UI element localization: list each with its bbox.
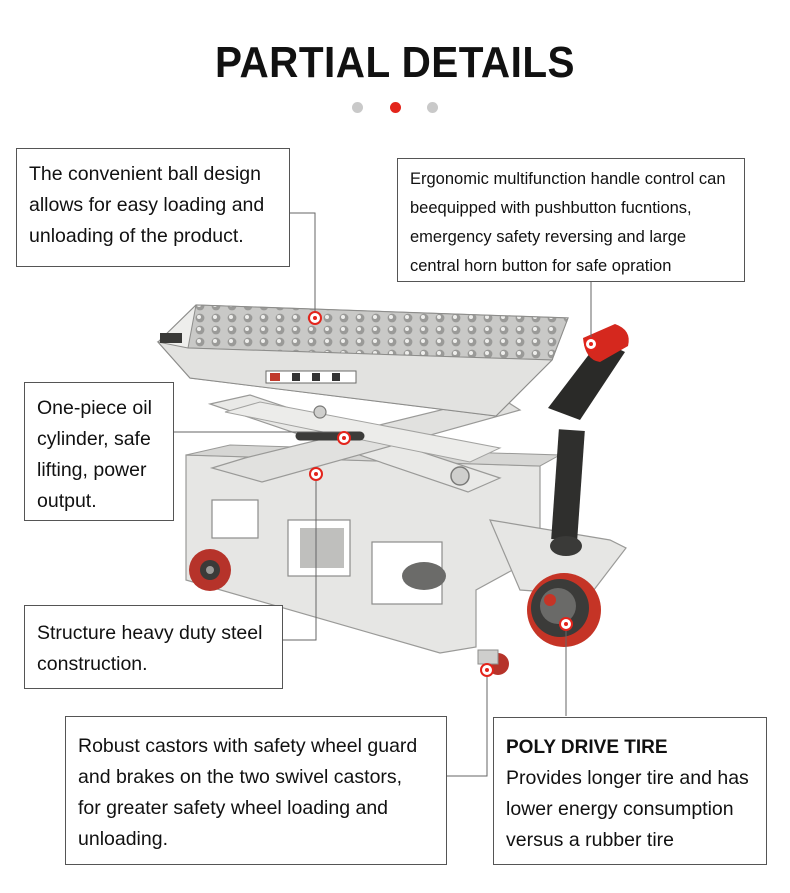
callout-line: allows for easy loading and xyxy=(29,194,265,216)
carousel-dot-1[interactable] xyxy=(352,102,364,113)
wheels xyxy=(189,549,601,675)
callout-line: Structure heavy duty steel xyxy=(37,622,263,644)
page-title: PARTIAL DETAILS xyxy=(215,38,575,87)
callout-poly-drive-tire: POLY DRIVE TIRE Provides longer tire and… xyxy=(493,717,767,865)
callout-line: output. xyxy=(37,490,97,512)
callout-line: beequipped with pushbutton fucntions, xyxy=(410,199,692,217)
pointer-ball-icon xyxy=(308,311,322,325)
callout-line: construction. xyxy=(37,653,148,675)
pointer-castor-icon xyxy=(480,663,494,677)
callout-line: One-piece oil xyxy=(37,397,152,419)
carousel-indicator[interactable] xyxy=(0,100,790,118)
base-frame xyxy=(185,444,562,654)
callout-line: unloading of the product. xyxy=(29,225,244,247)
callout-line: versus a rubber tire xyxy=(506,829,674,851)
callout-line: Robust castors with safety wheel guard xyxy=(78,735,418,757)
callout-line: unloading. xyxy=(78,828,168,850)
scissor-arms xyxy=(207,394,522,493)
front-castor-left xyxy=(189,549,231,591)
callout-line: Provides longer tire and has xyxy=(506,767,749,789)
pointer-structure-icon xyxy=(309,467,323,481)
pointer-markers xyxy=(308,311,598,677)
callout-heading: POLY DRIVE TIRE xyxy=(506,737,668,758)
callout-line: emergency safety reversing and large xyxy=(410,228,687,246)
callout-castors: Robust castors with safety wheel guard a… xyxy=(65,716,447,865)
carousel-dot-3[interactable] xyxy=(426,102,438,113)
callout-line: central horn button for safe opration xyxy=(410,257,672,275)
callout-line: cylinder, safe xyxy=(37,428,151,450)
handle-assembly xyxy=(489,324,629,596)
callout-handle-control: Ergonomic multifunction handle control c… xyxy=(397,158,745,282)
callout-line: lifting, power xyxy=(37,459,147,481)
callout-ball-design: The convenient ball design allows for ea… xyxy=(16,148,290,267)
callout-line: for greater safety wheel loading and xyxy=(78,797,389,819)
callout-steel-structure: Structure heavy duty steel construction. xyxy=(24,605,283,689)
carousel-dot-2-active[interactable] xyxy=(389,102,401,113)
pointer-tire-icon xyxy=(559,617,573,631)
callout-oil-cylinder: One-piece oil cylinder, safe lifting, po… xyxy=(24,382,174,521)
pointer-cylinder-icon xyxy=(337,431,351,445)
callout-line: Ergonomic multifunction handle control c… xyxy=(410,170,726,188)
callout-line: The convenient ball design xyxy=(29,163,261,185)
ball-transfer-platform xyxy=(156,304,569,417)
pointer-handle-icon xyxy=(584,337,598,351)
callout-line: lower energy consumption xyxy=(506,798,734,820)
poly-drive-tire xyxy=(527,573,601,647)
callout-line: and brakes on the two swivel castors, xyxy=(78,766,403,788)
